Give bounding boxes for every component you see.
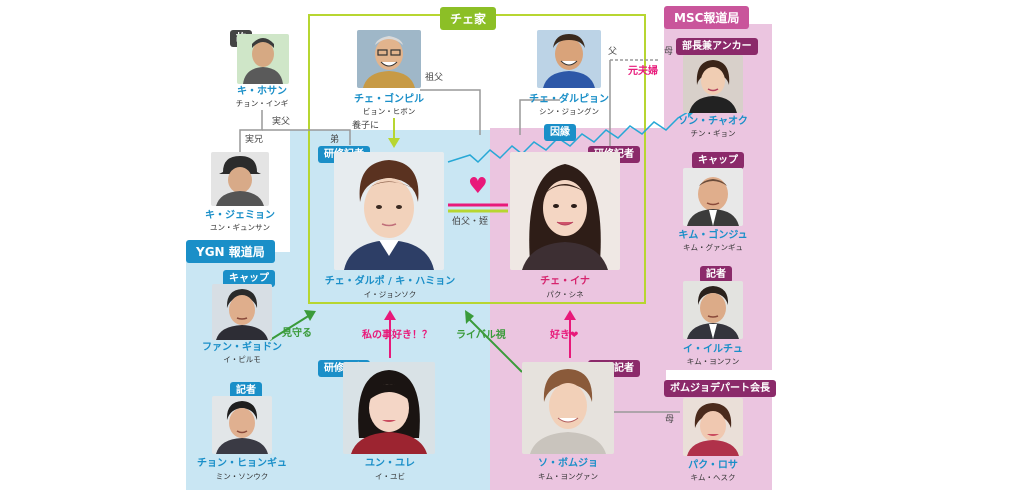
name-fan-gidon: ファン・ギョドン (202, 342, 282, 353)
portrait-fan-gidon (212, 284, 272, 340)
portrait-che-ina (510, 152, 620, 270)
portrait-che-dalpyon (537, 30, 601, 88)
cap-badge-ygn: キャップ (223, 270, 275, 287)
rel-mother-rosa: 母 (665, 415, 675, 425)
rel-watching: 見守る (282, 328, 312, 339)
msc-title: MSC報道局 (664, 6, 750, 29)
ygn-title: YGN 報道局 (186, 240, 275, 263)
actor-che-dalpo: イ・ジョンソク (363, 290, 417, 299)
name-che-ina: チェ・イナ (540, 276, 590, 287)
rel-adopted: 養子に (352, 121, 380, 131)
rel-likes-me: 私の事好き！？ (362, 330, 432, 341)
name-i-ilchu: イ・イルチュ (683, 344, 743, 355)
actor-ki-jemyon: ユン・ギュンサン (210, 223, 270, 232)
name-chon-hyongyu: チョン・ヒョンギュ (197, 458, 287, 469)
portrait-che-dalpo (334, 152, 444, 270)
name-ki-hosan: キ・ホサン (237, 86, 287, 97)
actor-paku-rosa: キム・ヘスク (690, 473, 736, 482)
rel-real-brother: 実兄 (245, 135, 264, 145)
reporter-badge-msc: 記者 (700, 266, 732, 283)
rel-biological-father: 実父 (272, 117, 291, 127)
actor-kim-gonju: キム・グァンギュ (683, 243, 743, 252)
portrait-che-gonpil (357, 30, 421, 88)
name-son-chaok: ソン・チャオク (678, 116, 748, 127)
rel-father: 父 (608, 47, 618, 57)
actor-chon-hyongyu: ミン・ソンウク (215, 472, 269, 481)
name-che-dalpo: チェ・ダルポ / キ・ハミョン (324, 276, 456, 287)
rel-ex-couple: 元夫婦 (628, 66, 658, 77)
actor-che-ina: パク・シネ (546, 290, 584, 299)
actor-so-bomjo: キム・ヨングァン (538, 472, 598, 481)
fate-label: 因縁 (544, 124, 576, 141)
rel-grandfather: 祖父 (425, 73, 444, 83)
rel-younger-brother: 弟 (330, 135, 340, 145)
actor-yun-yure: イ・ユビ (375, 472, 405, 481)
actor-che-dalpyon: シン・ジョングン (539, 107, 599, 116)
portrait-son-chaok (683, 55, 743, 113)
actor-che-gonpil: ビョン・ヒボン (362, 107, 416, 116)
name-che-dalpyon: チェ・ダルピョン (529, 94, 609, 105)
actor-son-chaok: チン・ギョン (690, 129, 736, 138)
portrait-chon-hyongyu (212, 396, 272, 454)
actor-ki-hosan: チョン・インギ (235, 99, 289, 108)
head-anchor-badge: 部長兼アンカー (676, 38, 758, 55)
portrait-paku-rosa (683, 398, 743, 456)
che-family-title: チェ家 (440, 7, 497, 30)
actor-i-ilchu: キム・ヨンフン (686, 357, 740, 366)
name-che-gonpil: チェ・ゴンピル (354, 94, 424, 105)
portrait-ki-jemyon (211, 152, 269, 206)
name-ki-jemyon: キ・ジェミョン (205, 210, 275, 221)
heart-icon: ♥ (468, 174, 488, 199)
rel-uncle-niece: 伯父・姪 (452, 217, 489, 227)
rel-rival: ライバル視 (456, 330, 506, 341)
actor-fan-gidon: イ・ピルモ (223, 355, 261, 364)
reporter-badge-ygn: 記者 (230, 382, 262, 399)
bomjo-chair-badge: ボムジョデパート会長 (664, 380, 776, 397)
name-paku-rosa: パク・ロサ (688, 460, 738, 471)
cap-badge-msc: キャップ (692, 152, 744, 169)
name-kim-gonju: キム・ゴンジュ (678, 230, 748, 241)
rel-mother: 母 (664, 47, 674, 57)
portrait-kim-gonju (683, 168, 743, 226)
rel-likes: 好き❤ (550, 330, 579, 341)
name-so-bomjo: ソ・ボムジョ (538, 458, 598, 469)
portrait-ki-hosan (237, 34, 289, 84)
name-yun-yure: ユン・ユレ (365, 458, 415, 469)
portrait-so-bomjo (522, 362, 614, 454)
portrait-i-ilchu (683, 281, 743, 339)
portrait-yun-yure (343, 362, 435, 454)
